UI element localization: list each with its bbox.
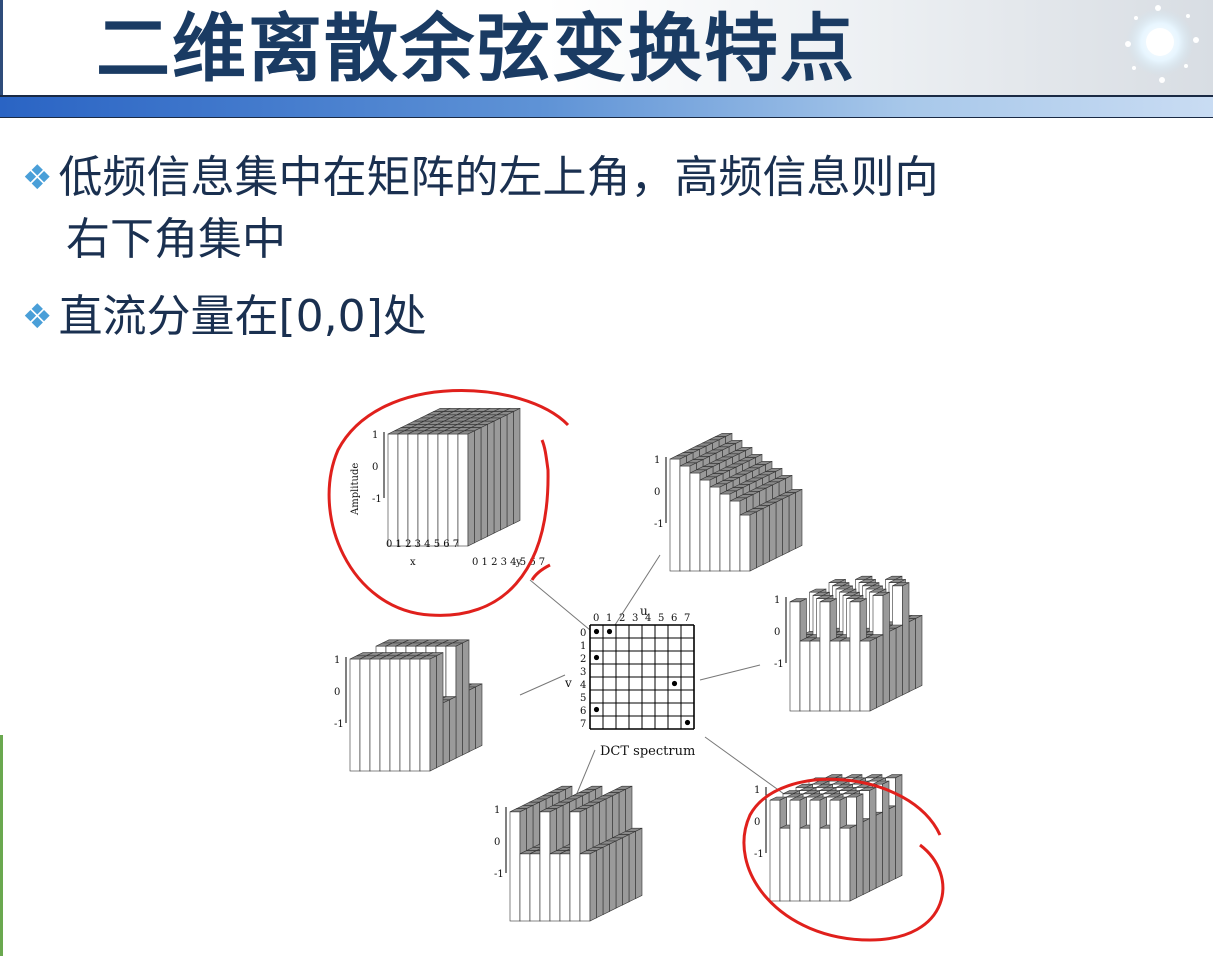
- plot-tick: 1: [754, 785, 760, 796]
- plot-tick: 0: [334, 687, 340, 698]
- sparkle-decoration-icon: [1125, 5, 1199, 83]
- grid-dot: [593, 706, 600, 713]
- basis-plot-highfreq: 1 0 -1: [754, 774, 903, 902]
- title-band: [0, 0, 1213, 95]
- plot-tick: 1: [774, 595, 780, 606]
- basis-plot-right: 1 0 -1: [774, 575, 923, 712]
- left-edge-green: [0, 735, 3, 956]
- plot-tick: -1: [334, 719, 344, 730]
- plot-tick: -1: [754, 849, 764, 860]
- basis-plot-left: 1 0 -1: [334, 639, 483, 772]
- title-rule-dark: [0, 95, 1213, 97]
- bullet-1-continuation: 右下角集中: [66, 214, 286, 265]
- plot-tick: 0: [494, 837, 500, 848]
- diamond-bullet-icon: ❖: [22, 297, 53, 337]
- grid-tick-u: 0: [593, 613, 599, 624]
- grid-tick-v: 2: [580, 654, 586, 665]
- basis-plot-stairs: 1 0 -1: [654, 432, 803, 572]
- x-ticks: 0 1 2 3 4 5 6 7: [386, 539, 459, 550]
- grid-tick-v: 4: [580, 680, 586, 691]
- basis-plot-bottom: 1 0 -1: [494, 785, 643, 922]
- plot-tick: 0: [372, 462, 378, 473]
- grid-tick-v: 7: [580, 719, 586, 730]
- plot-tick: -1: [774, 659, 784, 670]
- plot-tick: 0: [754, 817, 760, 828]
- y-ticks: 0 1 2 3 4 5 6 7: [472, 557, 545, 568]
- grid-tick-v: 0: [580, 628, 586, 639]
- plot-tick: 1: [654, 455, 660, 466]
- annotation-circle-highfreq: [742, 777, 945, 942]
- grid-tick-v: 5: [580, 693, 586, 704]
- plot-tick: 0: [654, 487, 660, 498]
- title-rule-bottom: [0, 117, 1213, 118]
- grid-tick-u: 5: [658, 613, 664, 624]
- grid-dot: [684, 719, 691, 726]
- plot-tick: 0: [774, 627, 780, 638]
- slide-title: 二维离散余弦变换特点: [96, 6, 856, 92]
- bullet-1-text: 低频信息集中在矩阵的左上角，高频信息则向: [58, 152, 939, 203]
- grid-tick-u: 2: [619, 613, 625, 624]
- bullet-2-text: 直流分量在[0,0]处: [58, 291, 427, 342]
- plot-tick: 1: [334, 655, 340, 666]
- grid-tick-v: 3: [580, 667, 586, 678]
- plot-tick: -1: [372, 494, 382, 505]
- grid-dot: [593, 654, 600, 661]
- basis-plot-dc: 1 0 -1: [372, 407, 521, 547]
- grid-tick-u: 1: [606, 613, 612, 624]
- grid-tick-v: 6: [580, 706, 586, 717]
- grid-tick-u: 6: [671, 613, 677, 624]
- grid-tick-v: 1: [580, 641, 586, 652]
- axis-x-label: x: [410, 557, 416, 568]
- axis-y-label: y: [515, 557, 522, 568]
- diamond-bullet-icon: ❖: [22, 158, 53, 198]
- title-rule-gradient: [0, 97, 1213, 117]
- left-edge-bar: [0, 0, 3, 95]
- annotation-circle-dc: [327, 389, 570, 617]
- grid-caption: DCT spectrum: [600, 744, 695, 759]
- grid-axis-u: u: [640, 604, 648, 618]
- plot-tick: -1: [654, 519, 664, 530]
- annotation-tick: [530, 563, 551, 581]
- grid-tick-u: 4: [645, 613, 651, 624]
- plot-tick: 1: [372, 430, 378, 441]
- plot-tick: -1: [494, 869, 504, 880]
- grid-tick-u: 7: [684, 613, 690, 624]
- axis-amplitude-label: Amplitude: [350, 463, 361, 516]
- grid-dot: [671, 680, 678, 687]
- bullet-1: ❖低频信息集中在矩阵的左上角，高频信息则向: [22, 148, 938, 208]
- grid-tick-u: 3: [632, 613, 638, 624]
- grid-dot: [593, 628, 600, 635]
- plot-tick: 1: [494, 805, 500, 816]
- bullet-2: ❖直流分量在[0,0]处: [22, 287, 427, 347]
- red-annotation-circles: [327, 389, 945, 942]
- grid-axis-v: v: [564, 676, 572, 690]
- grid-dot: [606, 628, 613, 635]
